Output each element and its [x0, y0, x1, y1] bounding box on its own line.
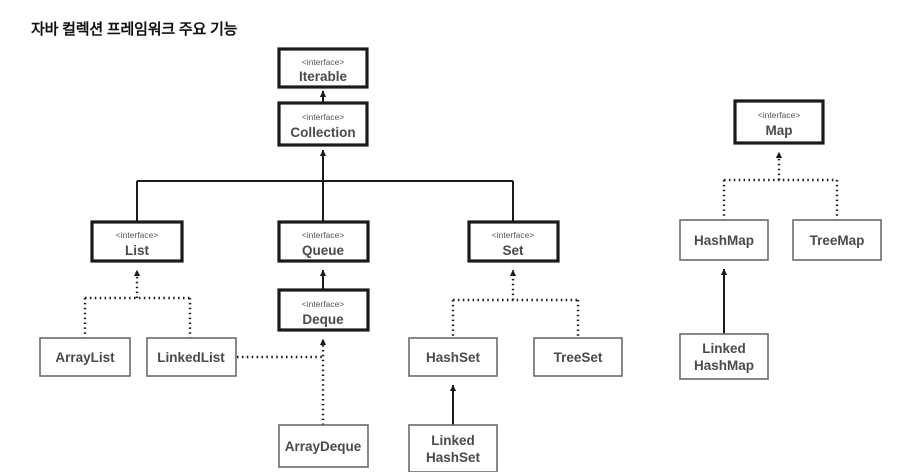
node-collection[interactable]: <interface> Collection: [277, 101, 369, 147]
node-iterable-stereotype: <interface>: [302, 57, 345, 67]
node-arraydeque-label: ArrayDeque: [285, 439, 362, 454]
node-iterable-label: Iterable: [299, 69, 348, 84]
node-queue-label: Queue: [302, 243, 345, 258]
node-deque-box: [277, 288, 370, 332]
node-list-label: List: [125, 243, 150, 258]
node-linkedhashset-box: [408, 424, 498, 472]
node-hashset-box: [408, 337, 498, 377]
node-linkedhashmap-label-line2: HashMap: [694, 358, 754, 373]
node-iterable[interactable]: <interface> Iterable: [277, 47, 369, 89]
node-arraydeque[interactable]: ArrayDeque: [278, 424, 369, 468]
node-hashmap-box: [679, 219, 769, 261]
node-map-label: Map: [766, 123, 793, 138]
node-treemap-box: [792, 219, 882, 261]
node-arraydeque-box: [278, 424, 369, 468]
node-treemap-label: TreeMap: [810, 233, 865, 248]
node-arraylist-label: ArrayList: [55, 350, 115, 365]
page-title: 자바 컬렉션 프레임워크 주요 기능: [31, 21, 238, 38]
node-linkedlist-label: LinkedList: [157, 350, 225, 365]
node-iterable-box: [277, 47, 369, 89]
node-deque-stereotype: <interface>: [302, 299, 345, 309]
node-set[interactable]: <interface> Set: [467, 220, 560, 263]
node-set-box: [467, 220, 560, 263]
node-linkedhashmap-label-line1: Linked: [702, 341, 746, 356]
node-deque[interactable]: <interface> Deque: [277, 288, 370, 332]
node-collection-label: Collection: [290, 125, 355, 140]
node-map[interactable]: <interface> Map: [733, 99, 825, 145]
node-hashset[interactable]: HashSet: [408, 337, 498, 377]
node-set-label: Set: [502, 243, 524, 258]
node-linkedhashmap[interactable]: Linked HashMap: [679, 333, 769, 380]
node-linkedhashset-label-line1: Linked: [431, 433, 475, 448]
node-queue-box: [277, 220, 370, 263]
node-treeset[interactable]: TreeSet: [533, 337, 623, 377]
node-deque-label: Deque: [302, 312, 344, 327]
node-queue-stereotype: <interface>: [302, 230, 345, 240]
node-queue[interactable]: <interface> Queue: [277, 220, 370, 263]
node-set-stereotype: <interface>: [492, 230, 535, 240]
node-linkedlist-box: [146, 337, 237, 377]
node-arraylist[interactable]: ArrayList: [39, 337, 131, 377]
node-linkedhashset-label-line2: HashSet: [426, 450, 481, 465]
node-linkedlist[interactable]: LinkedList: [146, 337, 237, 377]
node-collection-box: [277, 101, 369, 147]
node-collection-stereotype: <interface>: [302, 112, 345, 122]
node-linkedhashset[interactable]: Linked HashSet: [408, 424, 498, 472]
node-treemap[interactable]: TreeMap: [792, 219, 882, 261]
node-treeset-label: TreeSet: [554, 350, 603, 365]
node-map-box: [733, 99, 825, 145]
node-list[interactable]: <interface> List: [90, 220, 184, 263]
node-hashset-label: HashSet: [426, 350, 481, 365]
edge-layer: [83, 90, 839, 425]
node-list-box: [90, 220, 184, 263]
node-treeset-box: [533, 337, 623, 377]
node-hashmap[interactable]: HashMap: [679, 219, 769, 261]
node-arraylist-box: [39, 337, 131, 377]
node-hashmap-label: HashMap: [694, 233, 754, 248]
node-linkedhashmap-box: [679, 333, 769, 380]
node-map-stereotype: <interface>: [758, 110, 801, 120]
node-list-stereotype: <interface>: [116, 230, 159, 240]
